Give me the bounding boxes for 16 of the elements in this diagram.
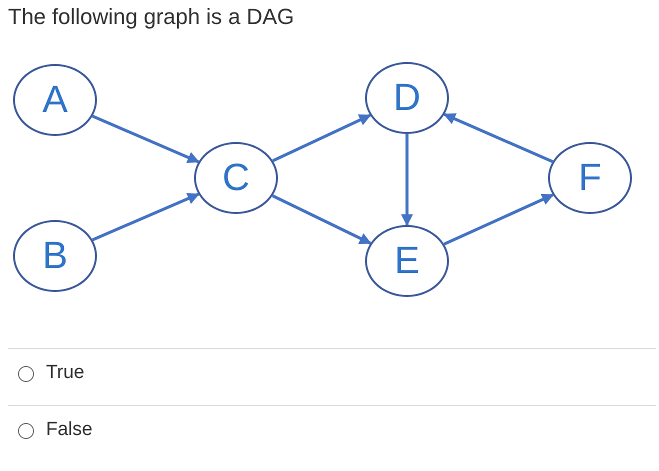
node-label: A [42,78,68,122]
arrow [92,114,200,164]
arrow [272,194,372,245]
option-label: True [46,362,84,384]
question-title: The following graph is a DAG [8,4,294,30]
arrow [92,192,200,242]
node-label: C [222,156,250,200]
option-label: False [46,419,92,441]
arrow [443,112,554,164]
arrow [401,134,413,226]
node-label: F [578,156,602,200]
node-label: D [393,76,421,120]
node-label: E [394,240,420,282]
arrow [272,114,372,162]
node-label: B [42,234,68,278]
arrow [444,193,554,246]
